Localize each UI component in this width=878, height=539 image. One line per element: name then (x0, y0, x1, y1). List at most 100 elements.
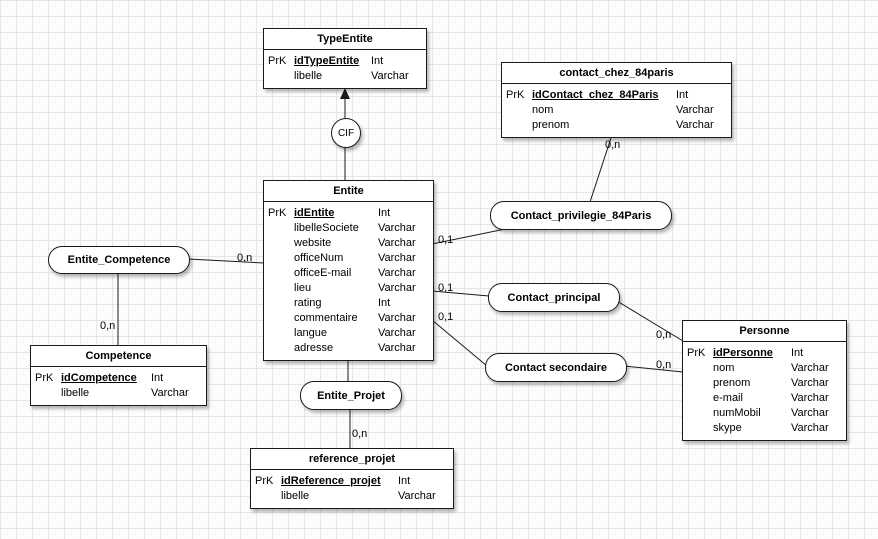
prk-label (506, 118, 532, 133)
cardinality-entite-privilegie: 0,1 (438, 234, 454, 246)
attribute-type: Varchar (791, 422, 829, 434)
attribute-type: Varchar (791, 377, 829, 389)
attribute-type: Varchar (378, 342, 416, 354)
attribute-type: Int (676, 89, 689, 101)
attribute-name: libelleSociete (294, 222, 359, 234)
attribute-row: website Varchar (268, 236, 430, 251)
arrowhead-typeentite (340, 88, 350, 99)
cardinality-entite-secondaire: 0,1 (438, 311, 454, 323)
attribute-name: nom (713, 362, 735, 374)
relation-label: Contact secondaire (504, 361, 608, 374)
connector-entitecompetence-entite (187, 258, 265, 264)
attribute-name: officeE-mail (294, 267, 352, 279)
cardinality-personne-principal: 0,n (656, 329, 672, 341)
relation-entite-projet[interactable]: Entite_Projet (300, 381, 402, 410)
cardinality-entite-projet: 0,n (352, 428, 368, 440)
attribute-row: numMobil Varchar (687, 406, 843, 421)
prk-label (268, 326, 294, 341)
attribute-row: e-mail Varchar (687, 391, 843, 406)
attribute-row: commentaire Varchar (268, 311, 430, 326)
prk-label (268, 311, 294, 326)
relation-contact-principal[interactable]: Contact_principal (488, 283, 620, 312)
attribute-row: rating Int (268, 296, 430, 311)
connector-principal-personne (616, 300, 684, 342)
entity-title: TypeEntite (264, 29, 426, 50)
attribute-type: Varchar (791, 362, 829, 374)
relation-entite-competence[interactable]: Entite_Competence (48, 246, 190, 274)
attribute-row: skype Varchar (687, 421, 843, 436)
attribute-type: Varchar (676, 119, 714, 131)
connector-secondaire-personne (623, 365, 684, 373)
attribute-row: lieu Varchar (268, 281, 430, 296)
prk-label (687, 391, 713, 406)
attribute-type: Varchar (378, 312, 416, 324)
relation-contact-secondaire[interactable]: Contact secondaire (485, 353, 627, 382)
prk-label: PrK (35, 372, 54, 384)
attribute-name: skype (713, 422, 742, 434)
attribute-name: adresse (294, 342, 334, 354)
attribute-type: Varchar (791, 407, 829, 419)
attribute-name: idContact_chez_84Paris (532, 89, 659, 101)
attribute-name: website (294, 237, 332, 249)
attribute-type: Int (398, 475, 411, 487)
attribute-type: Varchar (378, 282, 416, 294)
attribute-row: PrK idCompetence Int (35, 371, 203, 386)
prk-label (687, 361, 713, 376)
attribute-name: idTypeEntite (294, 55, 360, 67)
relation-label: Entite_Projet (317, 389, 385, 402)
attribute-name: e-mail (713, 392, 743, 404)
entity-title: reference_projet (251, 449, 453, 470)
cif-node[interactable]: CIF (331, 118, 361, 148)
attribute-row: libelle Varchar (35, 386, 203, 401)
attribute-type: Varchar (791, 392, 829, 404)
entity-title: contact_chez_84paris (502, 63, 731, 84)
attribute-name: lieu (294, 282, 312, 294)
entity-attributes: PrK idCompetence Int libelle Varchar (31, 367, 206, 405)
attribute-name: officeNum (294, 252, 344, 264)
attribute-type: Varchar (378, 222, 416, 234)
prk-label (35, 386, 61, 401)
attribute-type: Int (371, 55, 384, 67)
attribute-row: libelleSociete Varchar (268, 221, 430, 236)
cif-label: CIF (337, 127, 355, 139)
attribute-type: Int (378, 297, 391, 309)
attribute-name: libelle (61, 387, 90, 399)
attribute-row: adresse Varchar (268, 341, 430, 356)
cardinality-entite-competence: 0,n (237, 252, 253, 264)
prk-label (268, 221, 294, 236)
attribute-name: libelle (294, 70, 323, 82)
attribute-name: rating (294, 297, 322, 309)
attribute-row: nom Varchar (687, 361, 843, 376)
prk-label (687, 406, 713, 421)
attribute-name: idCompetence (61, 372, 137, 384)
attribute-name: commentaire (294, 312, 358, 324)
attribute-type: Varchar (378, 237, 416, 249)
entity-title: Entite (264, 181, 433, 202)
attribute-type: Int (151, 372, 164, 384)
attribute-type: Varchar (398, 490, 436, 502)
attribute-name: numMobil (713, 407, 761, 419)
attribute-type: Varchar (151, 387, 189, 399)
relation-contact-privilegie-84paris[interactable]: Contact_privilegie_84Paris (490, 201, 672, 230)
